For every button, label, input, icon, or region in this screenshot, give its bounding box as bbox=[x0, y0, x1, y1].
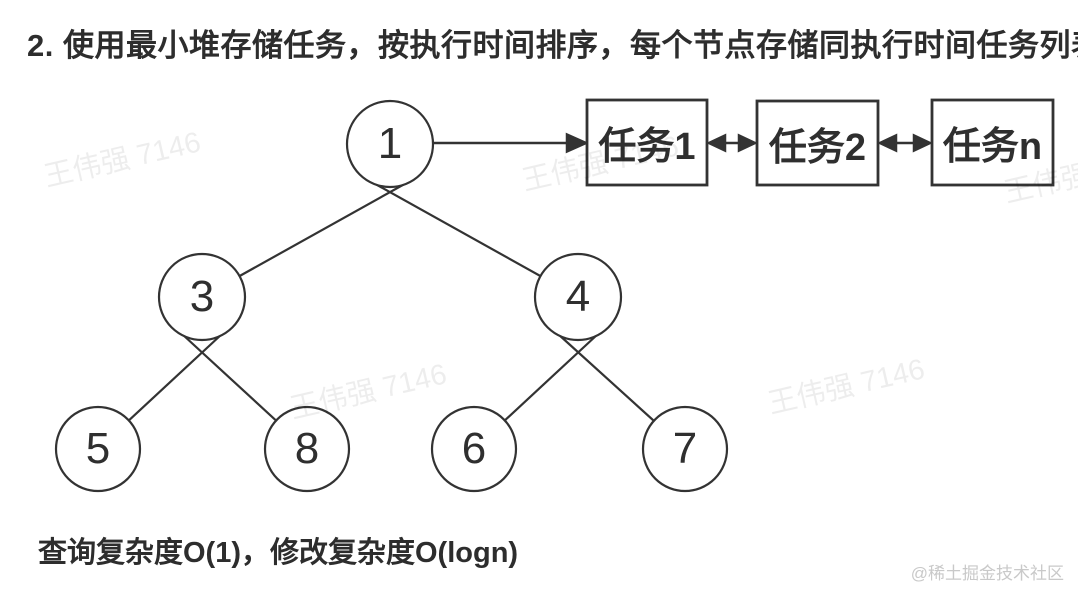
diagram-title: 2. 使用最小堆存储任务，按执行时间排序，每个节点存储同执行时间任务列表 bbox=[27, 28, 1078, 63]
heap-node-circle-4 bbox=[533, 252, 623, 342]
heap-node-circle-1 bbox=[345, 99, 435, 189]
heap-node-value-5: 5 bbox=[85, 424, 111, 473]
community-watermark: @稀土掘金技术社区 bbox=[910, 564, 1064, 583]
heap-node-circle-5 bbox=[54, 405, 142, 493]
heap-node-circle-7 bbox=[641, 405, 729, 493]
heap-node-circle-6 bbox=[430, 405, 518, 493]
heap-node-value-6: 6 bbox=[461, 424, 487, 473]
task-box-label-1: 任务1 bbox=[598, 126, 696, 168]
task-box-n bbox=[930, 98, 1055, 187]
heap-node-circle-3 bbox=[157, 252, 247, 342]
heap-node-value-4: 4 bbox=[565, 272, 591, 321]
heap-node-value-1: 1 bbox=[377, 119, 403, 168]
right-arrowhead-icon bbox=[737, 133, 758, 153]
task-box-1 bbox=[585, 98, 709, 187]
left-arrowhead-icon bbox=[706, 133, 727, 153]
heap-node-value-8: 8 bbox=[294, 424, 320, 473]
complexity-note: 查询复杂度O(1)，修改复杂度O(logn) bbox=[38, 537, 519, 569]
task-box-2 bbox=[755, 99, 880, 187]
task-box-label-n: 任务n bbox=[942, 126, 1043, 168]
right-arrowhead-icon bbox=[912, 133, 933, 153]
heap-node-circle-8 bbox=[263, 405, 351, 493]
right-arrowhead-icon bbox=[565, 132, 590, 154]
heap-node-value-3: 3 bbox=[189, 272, 215, 321]
heap-node-value-7: 7 bbox=[672, 424, 698, 473]
left-arrowhead-icon bbox=[877, 133, 898, 153]
task-box-label-2: 任务2 bbox=[768, 126, 867, 169]
